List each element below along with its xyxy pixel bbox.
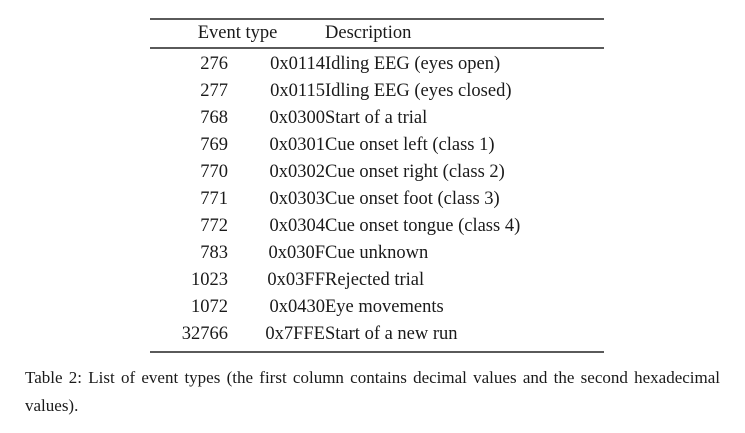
cell-hex: 0x0430 xyxy=(269,297,326,317)
table-mid-rule xyxy=(150,47,604,49)
cell-hex: 0x0301 xyxy=(269,135,326,155)
cell-decimal: 783 xyxy=(200,243,228,263)
cell-hex: 0x0302 xyxy=(269,162,326,182)
cell-description: Eye movements xyxy=(325,297,444,317)
cell-hex: 0x0304 xyxy=(269,216,326,236)
cell-description: Cue onset left (class 1) xyxy=(325,135,495,155)
cell-hex: 0x7FFE xyxy=(265,324,325,344)
cell-decimal: 768 xyxy=(200,108,228,128)
column-header-event-type: Event type xyxy=(197,23,278,43)
table-header-row: Event type Description xyxy=(150,20,604,47)
cell-decimal: 277 xyxy=(200,81,228,101)
cell-decimal: 771 xyxy=(200,189,228,209)
cell-description: Start of a new run xyxy=(325,324,458,344)
cell-decimal: 1072 xyxy=(191,297,228,317)
cell-hex: 0x0115 xyxy=(270,81,325,101)
cell-hex: 0x0303 xyxy=(269,189,326,209)
caption-text: List of event types (the first column co… xyxy=(25,368,721,415)
cell-description: Cue onset right (class 2) xyxy=(325,162,505,182)
table-bottom-rule xyxy=(150,351,604,353)
table-top-rule xyxy=(150,18,604,20)
event-type-table: Event type Description xyxy=(150,20,604,47)
cell-hex: 0x0300 xyxy=(269,108,326,128)
cell-hex: 0x030F xyxy=(268,243,325,263)
cell-decimal: 1023 xyxy=(191,270,228,290)
cell-decimal: 769 xyxy=(200,135,228,155)
cell-description: Start of a trial xyxy=(325,108,428,128)
cell-hex: 0x03FF xyxy=(267,270,325,290)
caption-label: Table 2: xyxy=(25,368,82,387)
cell-description: Cue unknown xyxy=(325,243,429,263)
cell-decimal: 772 xyxy=(200,216,228,236)
table-caption: Table 2: List of event types (the first … xyxy=(25,364,720,420)
column-header-description: Description xyxy=(325,23,412,43)
cell-hex: 0x0114 xyxy=(270,54,325,74)
table-header: Event type Description xyxy=(150,20,604,47)
cell-description: Idling EEG (eyes closed) xyxy=(325,81,512,101)
cell-description: Cue onset tongue (class 4) xyxy=(325,216,521,236)
cell-decimal: 770 xyxy=(200,162,228,182)
cell-decimal: 32766 xyxy=(181,324,228,344)
cell-description: Rejected trial xyxy=(325,270,425,290)
cell-description: Cue onset foot (class 3) xyxy=(325,189,500,209)
cell-decimal: 276 xyxy=(200,54,228,74)
cell-description: Idling EEG (eyes open) xyxy=(325,54,501,74)
